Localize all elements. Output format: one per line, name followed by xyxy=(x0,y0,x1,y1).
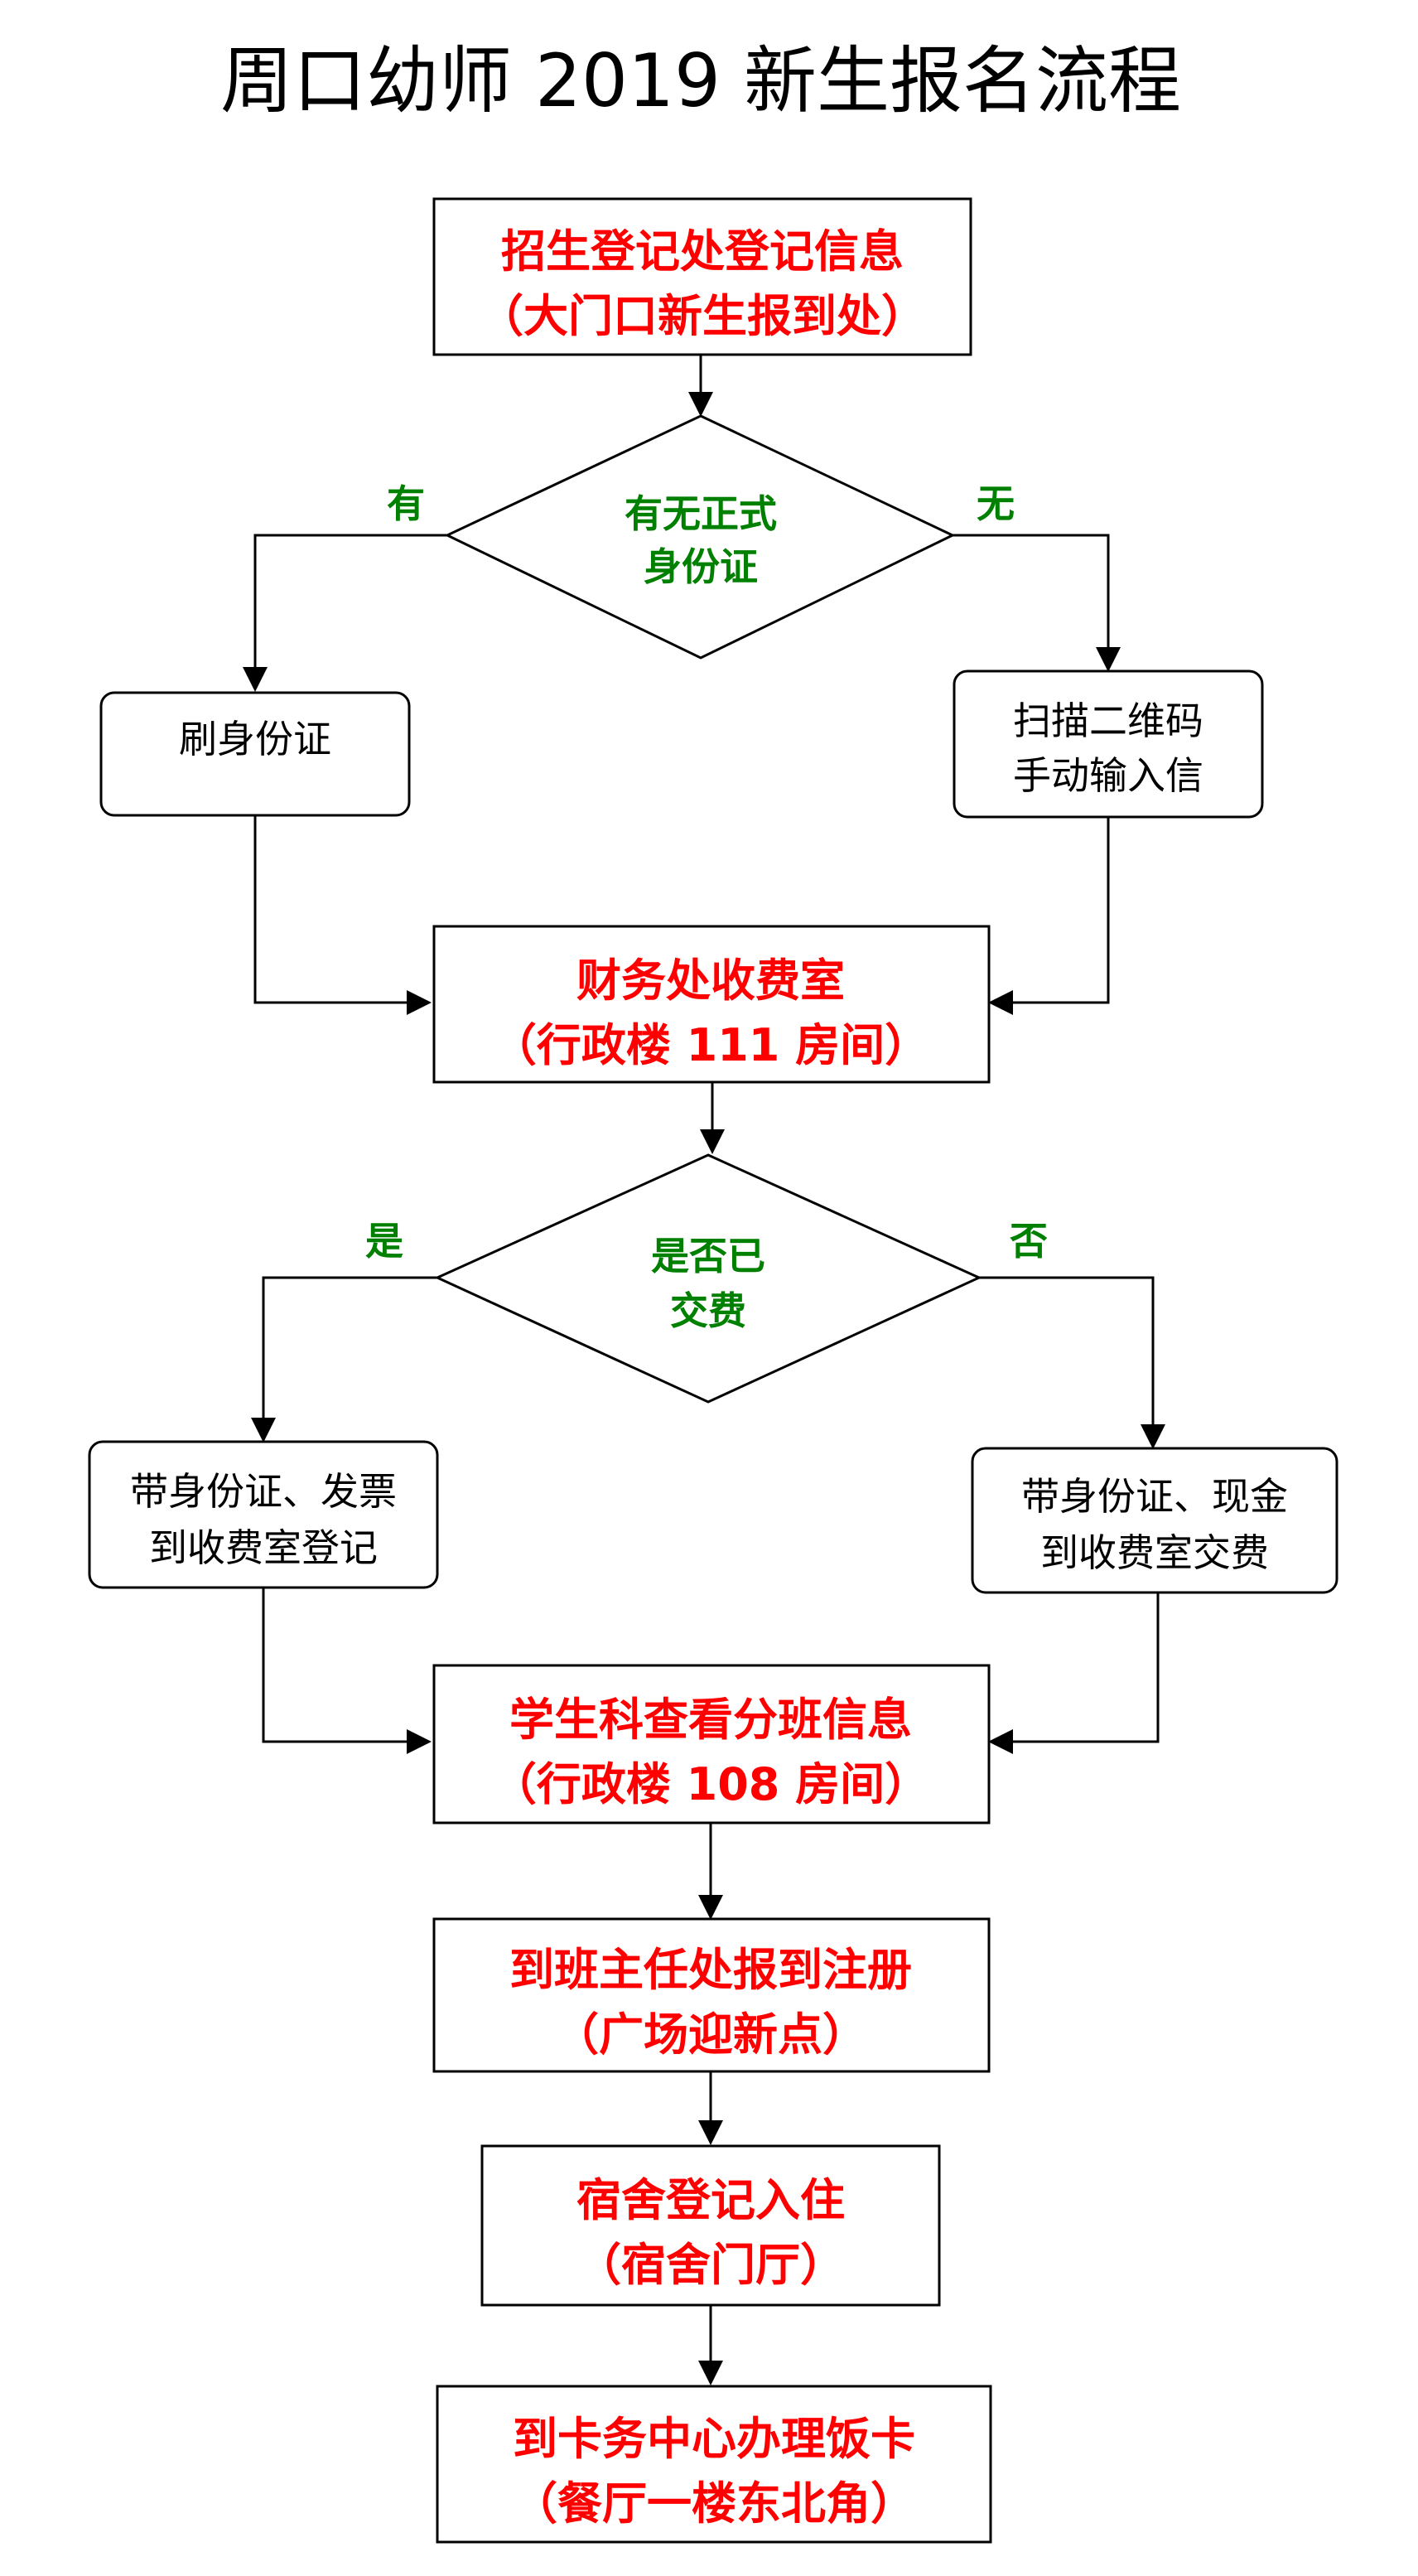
class-teacher-line2: （广场迎新点） xyxy=(554,2008,867,2061)
page-title: 周口幼师 2019 新生报名流程 xyxy=(220,38,1181,123)
arrow-id-no-branch xyxy=(953,534,1121,672)
step-class-teacher: 到班主任处报到注册 （广场迎新点） xyxy=(432,1917,991,2073)
scan-qr-line1: 扫描二维码 xyxy=(1013,698,1203,743)
arrow-scan-to-finance xyxy=(988,815,1110,1015)
paid-yes-line1: 带身份证、发票 xyxy=(130,1469,397,1514)
id-check-yes-label: 有 xyxy=(387,481,425,526)
dormitory-line2: （宿舍门厅） xyxy=(576,2239,845,2291)
arrow-paid-yes-branch xyxy=(251,1276,437,1443)
paid-no-line2: 到收费室交费 xyxy=(1040,1530,1269,1575)
step-finance: 财务处收费室 （行政楼 111 房间） xyxy=(432,925,991,1084)
step-dormitory: 宿舍登记入住 （宿舍门厅） xyxy=(480,2144,941,2307)
step-scan-qr: 扫描二维码 手动输入信 xyxy=(953,669,1264,819)
step-registration: 招生登记处登记信息 （大门口新生报到处） xyxy=(432,197,972,356)
scan-qr-line2: 手动输入信 xyxy=(1013,753,1203,798)
class-teacher-line1: 到班主任处报到注册 xyxy=(509,1944,912,1996)
meal-card-line1: 到卡务中心办理饭卡 xyxy=(513,2413,915,2465)
paid-yes-line2: 到收费室登记 xyxy=(149,1525,378,1570)
registration-line2: （大门口新生报到处） xyxy=(479,290,926,342)
decision-paid-check: 是否已 交费 是 否 xyxy=(365,1153,1048,1404)
step-swipe-id: 刷身份证 xyxy=(99,691,411,817)
arrow-paid-yes-to-student-affairs xyxy=(262,1588,432,1754)
arrow-id-yes-branch xyxy=(243,534,447,692)
decision-id-check: 有无正式 身份证 有 无 xyxy=(387,414,1015,660)
student-affairs-line1: 学生科查看分班信息 xyxy=(509,1694,912,1746)
finance-line1: 财务处收费室 xyxy=(576,955,845,1007)
paid-no-line1: 带身份证、现金 xyxy=(1021,1474,1288,1519)
arrow-paid-no-to-student-affairs xyxy=(988,1592,1160,1754)
step-paid-no: 带身份证、现金 到收费室交费 xyxy=(971,1447,1338,1594)
connectors xyxy=(243,355,1165,2385)
id-check-line2: 身份证 xyxy=(644,544,758,589)
arrow-swipe-to-finance xyxy=(253,815,432,1015)
arrow-paid-no-branch xyxy=(979,1276,1165,1449)
step-student-affairs: 学生科查看分班信息 （行政楼 108 房间） xyxy=(432,1664,991,1824)
paid-check-line2: 交费 xyxy=(670,1288,746,1333)
paid-check-line1: 是否已 xyxy=(651,1234,765,1278)
paid-check-no-label: 否 xyxy=(1010,1219,1048,1264)
step-meal-card: 到卡务中心办理饭卡 （餐厅一楼东北角） xyxy=(436,2385,992,2544)
paid-check-yes-label: 是 xyxy=(365,1219,403,1264)
finance-line2: （行政楼 111 房间） xyxy=(492,1019,929,1071)
swipe-id-line1: 刷身份证 xyxy=(179,717,331,761)
id-check-line1: 有无正式 xyxy=(625,491,777,536)
dormitory-line1: 宿舍登记入住 xyxy=(576,2174,845,2226)
id-check-no-label: 无 xyxy=(977,481,1015,526)
meal-card-line2: （餐厅一楼东北角） xyxy=(513,2477,915,2530)
step-paid-yes: 带身份证、发票 到收费室登记 xyxy=(88,1440,439,1589)
student-affairs-line2: （行政楼 108 房间） xyxy=(492,1758,929,1810)
registration-line1: 招生登记处登记信息 xyxy=(501,225,904,278)
